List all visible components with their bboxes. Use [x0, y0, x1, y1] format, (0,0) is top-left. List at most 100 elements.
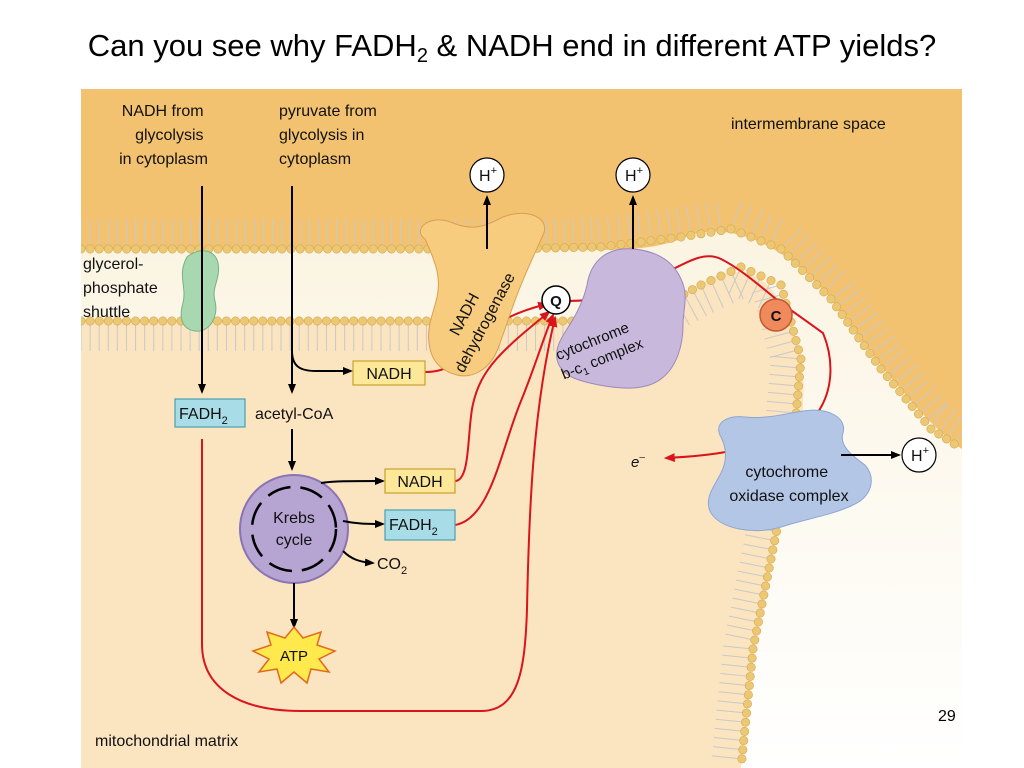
c-circle — [759, 298, 793, 332]
lipid-head — [755, 608, 765, 618]
lipid-head — [743, 690, 753, 700]
lipid-head — [403, 316, 413, 326]
lipid-head — [240, 244, 250, 254]
lipid-head — [790, 258, 800, 268]
lipid-head — [531, 316, 541, 326]
lipid-head — [636, 237, 646, 247]
lipid-tail — [734, 588, 760, 595]
lipid-head — [926, 424, 936, 434]
lipid-head — [870, 356, 880, 366]
mitochondrial-matrix-label: mitochondrial matrix — [95, 733, 238, 750]
lipid-head — [321, 316, 331, 326]
lipid-head — [895, 386, 905, 396]
lipid-tail — [845, 296, 867, 313]
lipid-tail — [732, 597, 759, 604]
lipid-head — [113, 244, 123, 254]
lipid-tail — [940, 408, 956, 431]
lipid-tail — [883, 349, 905, 367]
lipid-head — [736, 228, 746, 238]
electron-transport-diagram: glycerol- phosphate shuttle NADH from gl… — [81, 89, 962, 768]
lipid-head — [793, 345, 803, 355]
electron-label: e– — [631, 452, 645, 471]
lipid-tail — [702, 288, 714, 313]
lipid-head — [81, 244, 86, 254]
lipid-head — [686, 230, 696, 240]
lipid-head — [747, 653, 757, 663]
lipid-head — [167, 244, 177, 254]
lipid-tail — [812, 256, 832, 276]
lipid-head — [259, 244, 269, 254]
lipid-head — [268, 244, 278, 254]
lipid-head — [744, 681, 754, 691]
lipid-head — [764, 563, 774, 573]
lipid-tail — [764, 331, 790, 340]
lipid-tail — [685, 205, 691, 232]
nadh-box-2: NADH — [384, 468, 456, 494]
lipid-tail — [563, 217, 566, 244]
lipid-tail — [590, 217, 593, 244]
lipid-tail — [902, 371, 924, 390]
lipid-head — [766, 276, 776, 286]
lipid-tail — [596, 217, 601, 244]
lipid-head — [746, 267, 756, 277]
lipid-head — [941, 434, 951, 444]
intermembrane-space-label: intermembrane space — [731, 116, 886, 133]
lipid-head — [726, 267, 736, 277]
lipid-head — [794, 381, 804, 391]
lipid-head — [768, 545, 778, 555]
lipid-head — [819, 287, 829, 297]
lipid-head — [696, 229, 706, 239]
lipid-head — [140, 316, 150, 326]
lipid-head — [812, 280, 822, 290]
pyruvate-from-glycolysis-label: pyruvate from glycolysis in cytoplasm — [279, 103, 381, 168]
lipid-tail — [856, 312, 878, 329]
lipid-head — [386, 244, 396, 254]
lipid-tail — [626, 213, 631, 240]
lipid-head — [757, 599, 767, 609]
lipid-tail — [819, 263, 839, 283]
lipid-head — [901, 394, 911, 404]
krebs-to-fadh2-arrow — [342, 519, 385, 528]
nadh-dehydrogenase-protein — [419, 212, 546, 377]
lipid-head — [131, 316, 141, 326]
lipid-tail — [720, 672, 747, 677]
lipid-tail — [766, 341, 793, 349]
lipid-head — [158, 316, 168, 326]
lipid-tail — [766, 409, 793, 414]
lipid-head — [776, 244, 786, 254]
lipid-head — [778, 289, 788, 299]
lipid-tail — [712, 283, 724, 309]
cytochrome-bc1-protein — [556, 248, 686, 389]
lipid-head — [81, 316, 86, 326]
lipid-head — [149, 244, 159, 254]
lipid-head — [646, 236, 656, 246]
lipid-tail — [725, 633, 751, 640]
lipid-head — [122, 244, 132, 254]
lipid-head — [551, 243, 561, 253]
krebs-to-co2-arrow — [342, 550, 375, 567]
lipid-head — [759, 590, 769, 600]
lipid-head — [616, 240, 626, 250]
lipid-head — [805, 273, 815, 283]
lipid-head — [726, 224, 736, 234]
nadh-from-glycolysis-label: NADH from glycolysis in cytoplasm — [119, 103, 208, 168]
lipid-head — [140, 244, 150, 254]
acetyl-coa-label: acetyl-CoA — [255, 406, 334, 423]
lipid-tail — [772, 216, 783, 242]
lipid-head — [359, 244, 369, 254]
lipid-head — [167, 316, 177, 326]
lipid-tail — [896, 364, 917, 382]
lipid-tail — [833, 281, 856, 298]
fadh2-box-1: FADH2 — [174, 398, 246, 428]
lipid-tail — [890, 356, 911, 375]
lipid-tail — [716, 709, 743, 714]
lipid-tail — [804, 248, 824, 268]
lipid-head — [331, 316, 341, 326]
lipid-head — [832, 302, 842, 312]
lipid-tail — [769, 373, 796, 378]
lipid-head — [753, 617, 763, 627]
lipid-tail — [730, 606, 757, 613]
lipid-tail — [723, 645, 750, 650]
lipid-head — [920, 416, 930, 426]
lipid-head — [121, 316, 131, 326]
